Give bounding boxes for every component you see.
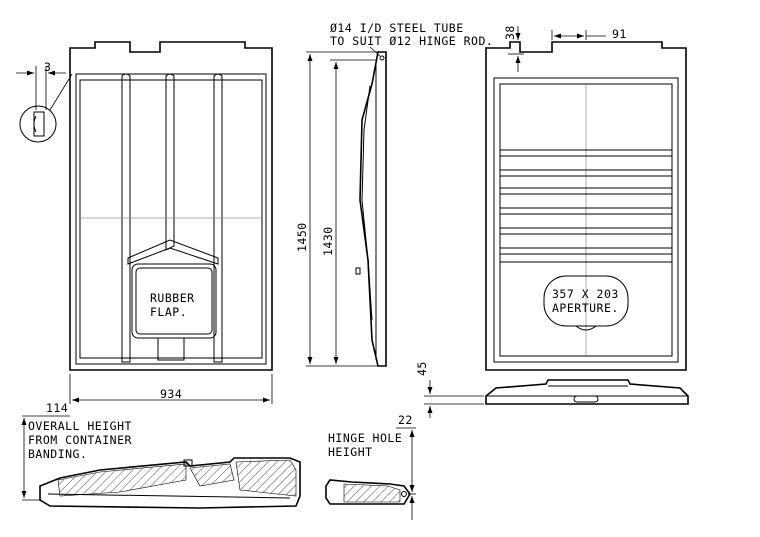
- rubber-flap: [131, 263, 217, 339]
- dim-22: 22: [398, 413, 413, 427]
- section-hinge-hole: 22 HINGE HOLE HEIGHT: [325, 413, 416, 520]
- dim-1430: 1430: [321, 226, 335, 256]
- underside-view-lid: 357 X 203 APERTURE. 38 91: [485, 25, 687, 371]
- dim-38: 38: [503, 25, 517, 40]
- overall-height-label-2: FROM CONTAINER: [28, 433, 132, 447]
- plan-view-lid: RUBBER FLAP. 3 934: [16, 41, 273, 404]
- rubber-flap-label-1: RUBBER: [150, 291, 195, 305]
- aperture: [543, 275, 629, 327]
- side-view-lid: 1450 1430 Ø14 I/D STEEL TUBE TO SUIT Ø12…: [295, 21, 493, 367]
- dim-934: 934: [160, 387, 182, 401]
- steel-tube-label-1: Ø14 I/D STEEL TUBE: [330, 21, 464, 35]
- end-elevation-lid: 45: [415, 361, 689, 418]
- overall-height-label-3: BANDING.: [28, 447, 87, 461]
- detail-circle: [19, 105, 57, 143]
- section-overall-height: 114 OVERALL HEIGHT FROM CONTAINER BANDIN…: [21, 401, 301, 509]
- overall-height-label-1: OVERALL HEIGHT: [28, 419, 132, 433]
- dim-45: 45: [415, 361, 429, 376]
- dim-91: 91: [612, 27, 627, 41]
- aperture-label-1: 357 X 203: [552, 287, 619, 301]
- aperture-label-2: APERTURE.: [552, 301, 619, 315]
- hinge-hole-label-2: HEIGHT: [328, 445, 373, 459]
- hinge-hole-label-1: HINGE HOLE: [328, 431, 402, 445]
- dim-3: 3: [44, 60, 51, 74]
- dim-1450: 1450: [295, 222, 309, 252]
- rubber-flap-label-2: FLAP.: [150, 305, 187, 319]
- steel-tube-label-2: TO SUIT Ø12 HINGE ROD.: [330, 34, 493, 48]
- dim-114: 114: [46, 401, 68, 415]
